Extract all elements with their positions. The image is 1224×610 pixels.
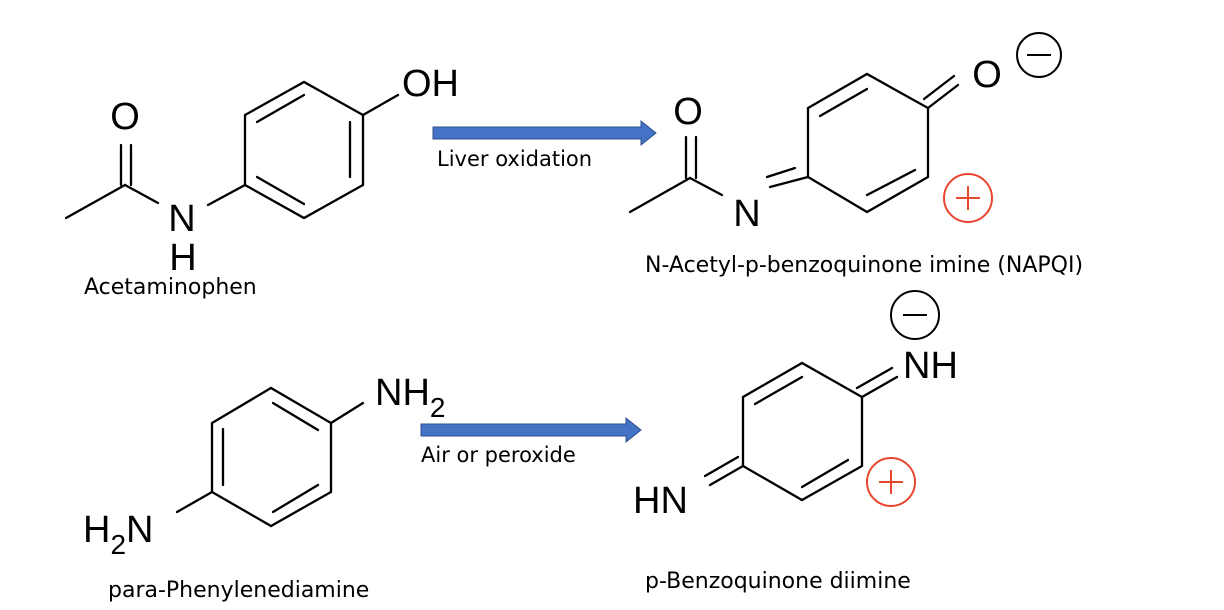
reaction-arrow-2 [420, 416, 642, 444]
imine-group: NH [903, 345, 958, 387]
para-phenylenediamine-label: para-Phenylenediamine [108, 578, 369, 603]
positive-charge-icon [943, 173, 993, 223]
negative-charge-icon [1016, 32, 1062, 78]
oxygen-atom: O [972, 54, 1002, 96]
reaction-arrow-1 [432, 119, 657, 147]
napqi-label: N-Acetyl-p-benzoquinone imine (NAPQI) [645, 253, 1083, 278]
nitrogen-atom: N [168, 198, 195, 240]
benzoquinone-diimine-label: p-Benzoquinone diimine [645, 569, 911, 594]
arrow-label-air-or-peroxide: Air or peroxide [421, 443, 576, 467]
hydroxyl-group: OH [402, 63, 459, 105]
positive-charge-icon [866, 457, 916, 507]
benzoquinone-diimine-structure: NH HN [633, 290, 958, 522]
napqi-structure: O N O [628, 32, 1062, 235]
amine-group: NH2 [375, 372, 445, 423]
acetaminophen-structure: O N H OH [64, 63, 459, 279]
hydrogen-atom: H [169, 237, 196, 279]
acetaminophen-label: Acetaminophen [84, 275, 257, 300]
oxygen-atom: O [673, 91, 703, 133]
nitrogen-atom: N [733, 193, 760, 235]
oxygen-atom: O [110, 96, 140, 138]
amine-group: H2N [83, 509, 153, 560]
para-phenylenediamine-structure: NH2 H2N [83, 372, 445, 560]
arrow-label-liver-oxidation: Liver oxidation [437, 147, 592, 171]
imine-group: HN [633, 480, 688, 522]
negative-charge-icon [890, 290, 940, 340]
